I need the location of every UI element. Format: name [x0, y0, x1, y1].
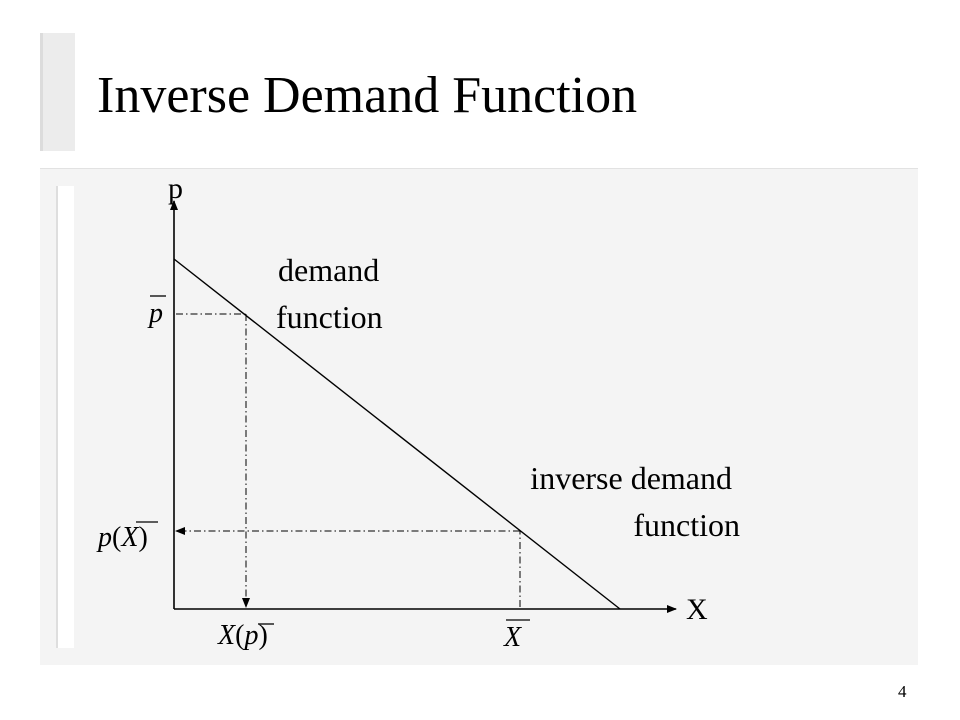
- x-of-pbar-open: (: [235, 620, 244, 651]
- y-axis-label: p: [168, 172, 183, 205]
- p-of-xbar-open: (: [112, 522, 121, 553]
- inverse-demand-function-label: inverse demand function: [530, 460, 740, 543]
- decorative-bar-side: [56, 186, 74, 648]
- page-title: Inverse Demand Function: [97, 67, 638, 124]
- x-of-pbar-arg: p: [242, 620, 258, 651]
- xbar-tick-label: X: [503, 622, 522, 653]
- x-of-pbar-close: ): [258, 620, 267, 651]
- diagram-panel: [40, 168, 918, 665]
- x-of-pbar-func: X: [217, 620, 236, 651]
- p-of-xbar-func: p: [96, 522, 112, 553]
- p-of-xbar-arg: X: [120, 522, 139, 553]
- page-number: 4: [898, 682, 907, 701]
- demand-function-label: demand function: [276, 252, 387, 335]
- pbar-tick-label: p: [147, 298, 163, 329]
- x-of-pbar-tick-label: X(p): [217, 620, 268, 651]
- decorative-bar-top: [40, 33, 75, 151]
- x-axis-label: X: [686, 593, 708, 626]
- demand-curve: [173, 258, 621, 610]
- p-of-xbar-tick-label: p(X): [96, 522, 148, 553]
- p-of-xbar-close: ): [138, 522, 147, 553]
- inverse-label-line-1: inverse demand: [530, 460, 732, 496]
- inverse-label-line-2: function: [633, 507, 740, 543]
- demand-label-line-2: function: [276, 299, 383, 335]
- demand-label-line-1: demand: [278, 252, 379, 288]
